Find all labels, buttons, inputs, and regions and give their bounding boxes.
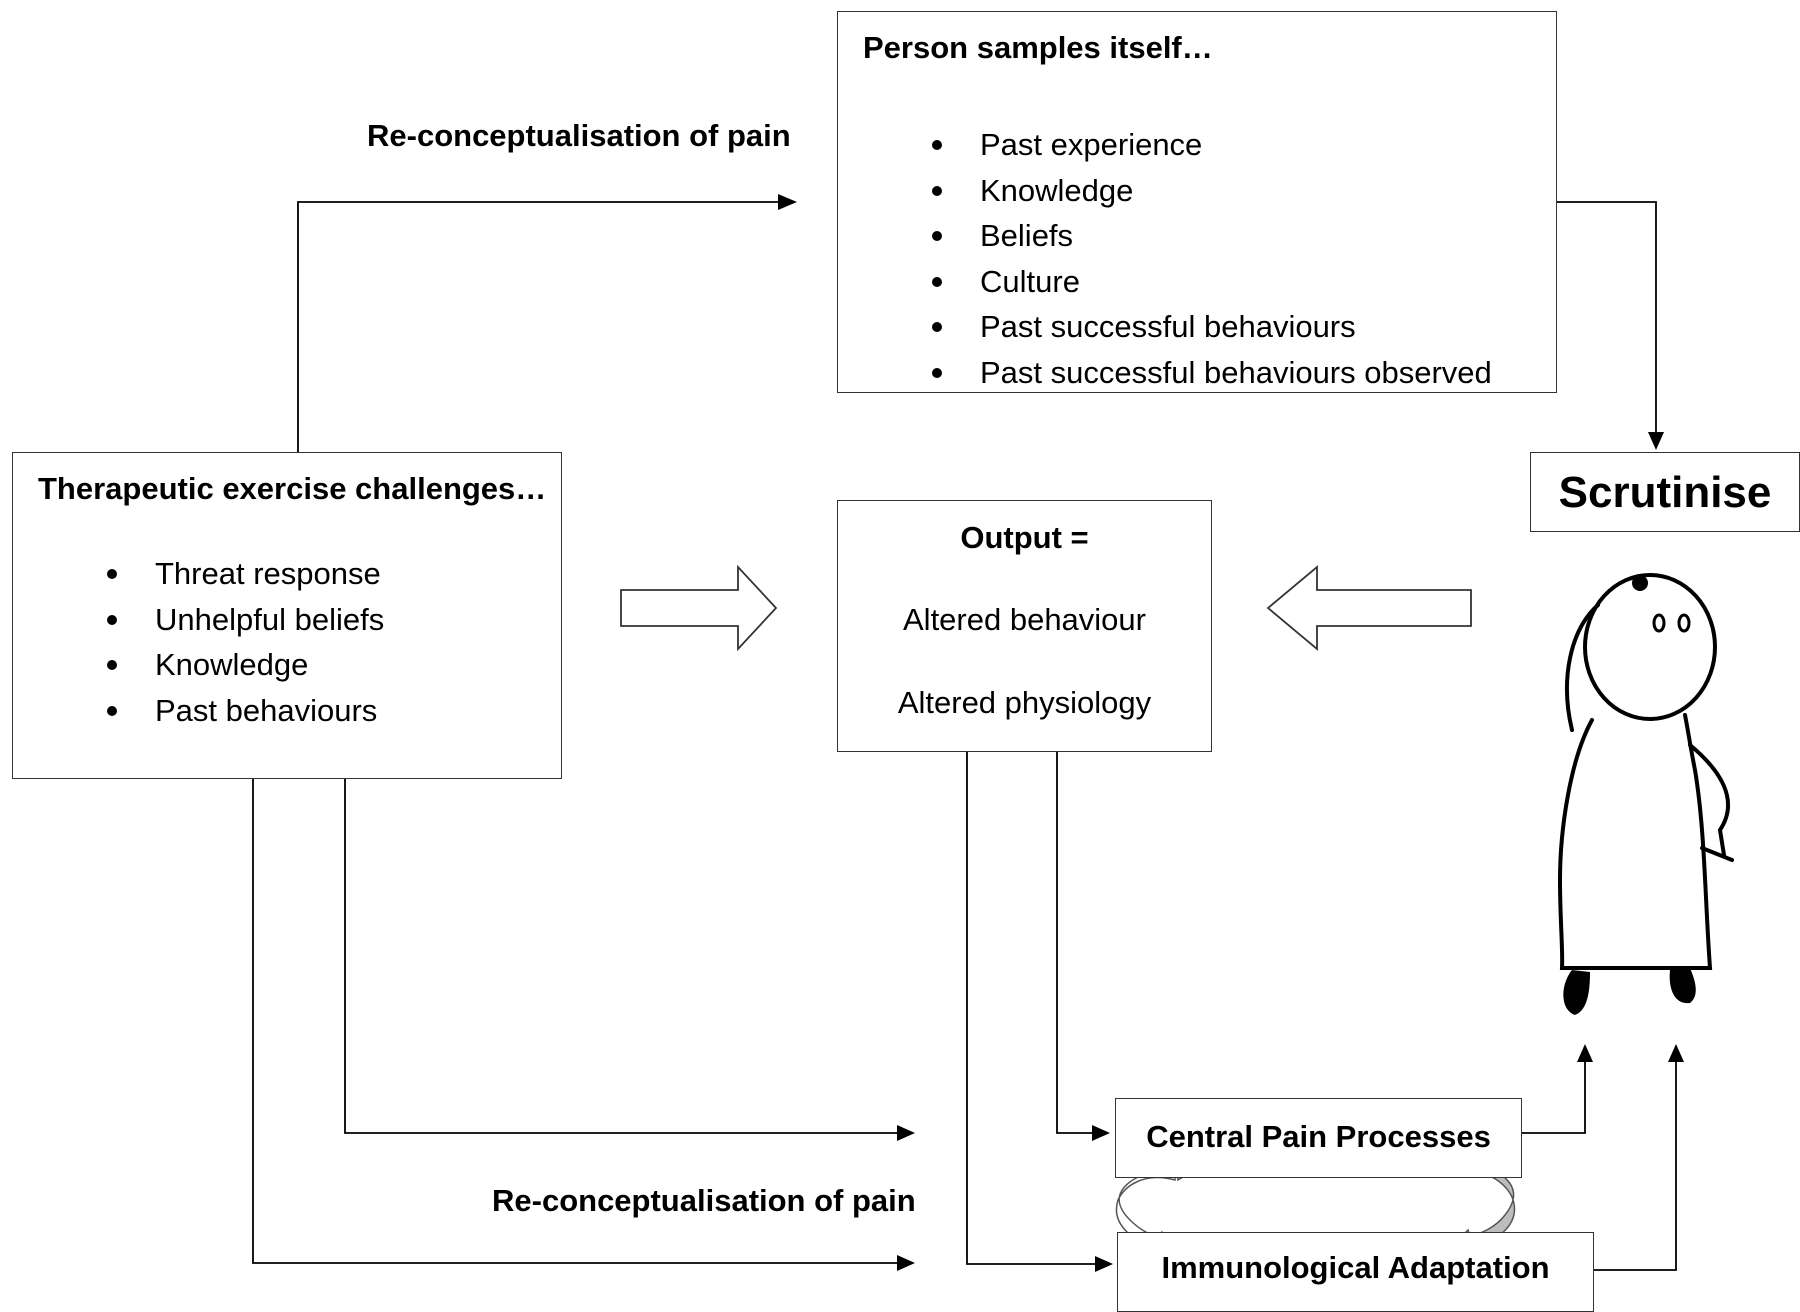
list-item: Threat response [107,551,384,597]
bullet-icon [932,231,942,241]
figure-right-foot-icon [1669,968,1696,1004]
output-altered-behaviour: Altered behaviour [903,602,1146,637]
list-item: Past successful behaviours [932,304,1492,350]
connector-person-to-scrutinise [1553,201,1657,432]
connector-immuno-to-figure [1588,1062,1677,1271]
list-item: Past behaviours [107,688,384,734]
therapeutic-exercise-box: Therapeutic exercise challenges… Threat … [12,452,562,779]
bullet-icon [107,614,117,625]
central-pain-processes-box: Central Pain Processes [1115,1098,1522,1178]
figure-left-foot-icon [1563,970,1590,1015]
connector-therapeutic-to-person [297,201,795,452]
list-item: Knowledge [932,168,1492,214]
bullet-icon [932,140,942,150]
scrutinise-box: Scrutinise [1530,452,1800,532]
connector-output-to-immuno [966,750,1095,1265]
output-altered-physiology: Altered physiology [897,685,1152,720]
bullet-icon [107,705,117,716]
connector-central-to-figure [1515,1062,1586,1134]
output-box: Output = Altered behaviour Altered physi… [837,500,1212,752]
bullet-icon [932,322,942,332]
figure-eyes-icon [1652,613,1691,633]
person-samples-title: Person samples itself… [863,30,1213,65]
bullet-icon [932,367,942,378]
therapeutic-exercise-list: Threat response Unhelpful beliefs Knowle… [107,551,384,734]
scrutinise-label: Scrutinise [1558,468,1772,517]
reconceptualisation-bottom-label: Re-conceptualisation of pain [492,1183,916,1218]
block-arrow-left [1266,565,1472,651]
connector-therapeutic-to-central [344,777,897,1134]
bullet-icon [932,185,942,196]
block-arrow-right [620,564,778,652]
reconceptualisation-top-label: Re-conceptualisation of pain [367,118,791,153]
central-pain-processes-label: Central Pain Processes [1146,1119,1491,1154]
immunological-adaptation-box: Immunological Adaptation [1117,1232,1594,1312]
list-item: Past successful behaviours observed [932,350,1492,396]
list-item: Past experience [932,122,1492,168]
person-samples-box: Person samples itself… Past experience K… [837,11,1557,393]
list-item: Beliefs [932,213,1492,259]
list-item: Knowledge [107,642,384,688]
figure-hair-bow-icon [1632,575,1648,591]
therapeutic-exercise-title: Therapeutic exercise challenges… [38,471,547,506]
bullet-icon [932,276,942,287]
connector-output-to-central [1056,750,1092,1134]
immunological-adaptation-label: Immunological Adaptation [1161,1250,1550,1285]
connector-therapeutic-to-immuno [252,777,897,1264]
list-item: Culture [932,259,1492,305]
output-title: Output = [960,520,1089,555]
stick-figure-icon [1557,573,1734,970]
list-item: Unhelpful beliefs [107,597,384,643]
bullet-icon [107,660,117,670]
bullet-icon [107,569,117,579]
person-samples-list: Past experience Knowledge Beliefs Cultur… [932,122,1492,396]
